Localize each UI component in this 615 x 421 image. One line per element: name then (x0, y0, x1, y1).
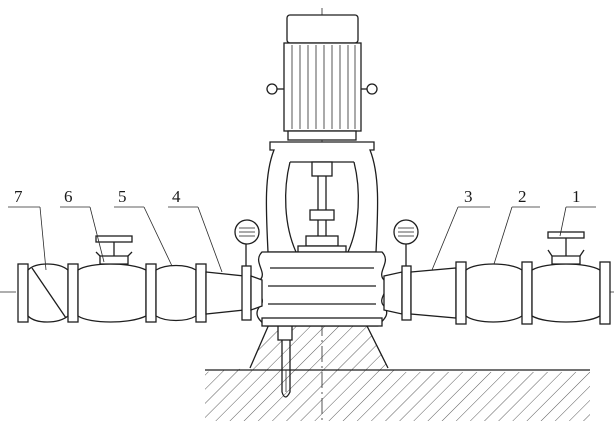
pump-casing (256, 251, 388, 327)
outlet-pipe (383, 265, 457, 321)
outlet-flexible-joint (455, 261, 533, 325)
callout-3: 3 (464, 187, 473, 206)
callout-2: 2 (518, 187, 527, 206)
callout-7: 7 (14, 187, 23, 206)
callout-4: 4 (172, 187, 181, 206)
outlet-gate-valve (531, 231, 611, 325)
callout-5: 5 (118, 187, 127, 206)
flexible-joint (145, 263, 207, 323)
callout-1: 1 (572, 187, 581, 206)
inlet-pressure-gauge (234, 219, 260, 266)
check-valve (17, 263, 79, 323)
gate-valve (77, 235, 147, 323)
callout-leaders (8, 206, 596, 273)
concrete-foundation (205, 321, 590, 421)
motor (266, 14, 378, 141)
inlet-pipe (205, 265, 263, 321)
callout-labels: 7 6 5 4 3 2 1 (14, 187, 581, 206)
callout-6: 6 (64, 187, 73, 206)
pump-bracket (265, 141, 379, 253)
outlet-pressure-gauge (393, 219, 419, 266)
